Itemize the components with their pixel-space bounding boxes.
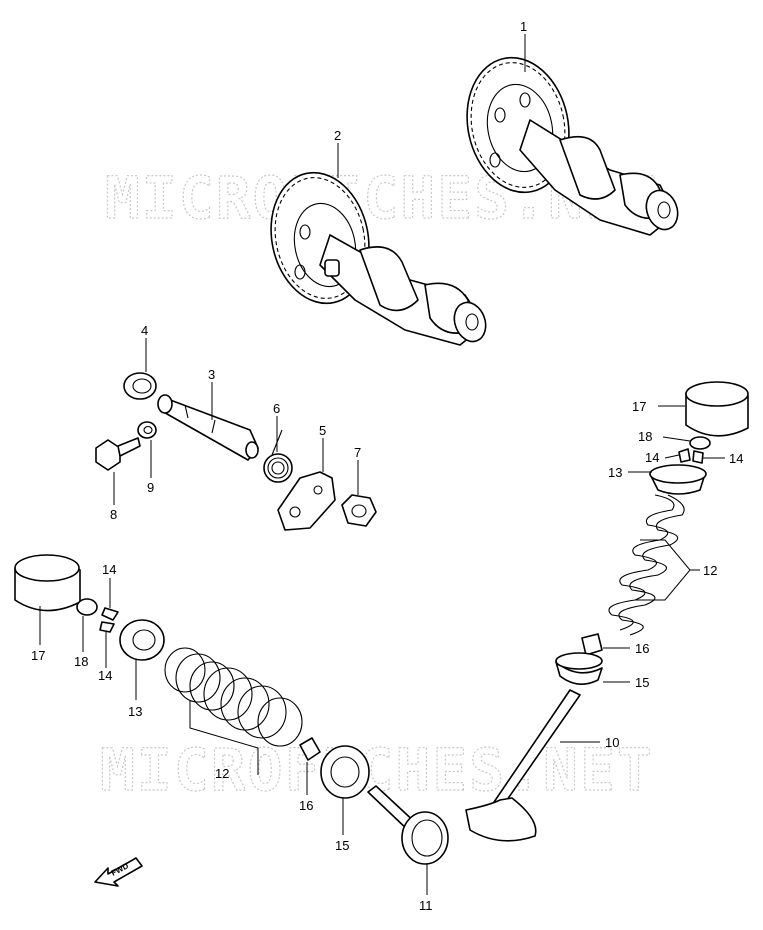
callout-10: 10 — [605, 735, 619, 750]
callout-11: 11 — [419, 898, 433, 913]
stopper-plate — [277, 471, 336, 531]
leader-lines — [39, 34, 725, 895]
bolt — [95, 437, 141, 471]
callout-5: 5 — [319, 423, 326, 438]
callout-17-left: 17 — [31, 648, 45, 663]
callout-12-left: 12 — [215, 766, 229, 781]
camshaft-lower — [270, 171, 487, 346]
callout-15-left: 15 — [335, 838, 349, 853]
callout-13-right: 13 — [608, 465, 622, 480]
callout-13-left: 13 — [128, 704, 142, 719]
callouts: 1 2 3 4 5 6 7 8 9 10 11 12 12 13 13 14 1… — [31, 19, 743, 913]
shaft — [157, 394, 259, 461]
callout-4: 4 — [141, 323, 148, 338]
callout-6: 6 — [273, 401, 280, 416]
callout-7: 7 — [354, 445, 361, 460]
washer — [137, 421, 157, 439]
callout-9: 9 — [147, 480, 154, 495]
callout-1: 1 — [520, 19, 527, 34]
callout-18-left: 18 — [74, 654, 88, 669]
callout-16-right: 16 — [635, 641, 649, 656]
valve-assembly-right — [465, 381, 749, 842]
nut — [341, 494, 377, 527]
callout-12-right: 12 — [703, 563, 717, 578]
callout-2: 2 — [334, 128, 341, 143]
callout-3: 3 — [208, 367, 215, 382]
valve-assembly-left — [14, 554, 449, 865]
callout-17-right: 17 — [632, 399, 646, 414]
callout-8: 8 — [110, 507, 117, 522]
callout-15-right: 15 — [635, 675, 649, 690]
callout-14-left-a: 14 — [102, 562, 116, 577]
callout-14-right-b: 14 — [729, 451, 743, 466]
callout-14-left-b: 14 — [98, 668, 112, 683]
callout-18-right: 18 — [638, 429, 652, 444]
forward-arrow-icon: FWD — [94, 857, 143, 887]
torsion-spring — [263, 429, 293, 483]
callout-14-right-a: 14 — [645, 450, 659, 465]
bearing — [123, 372, 157, 400]
camshaft-upper — [466, 56, 679, 236]
callout-16-left: 16 — [299, 798, 313, 813]
